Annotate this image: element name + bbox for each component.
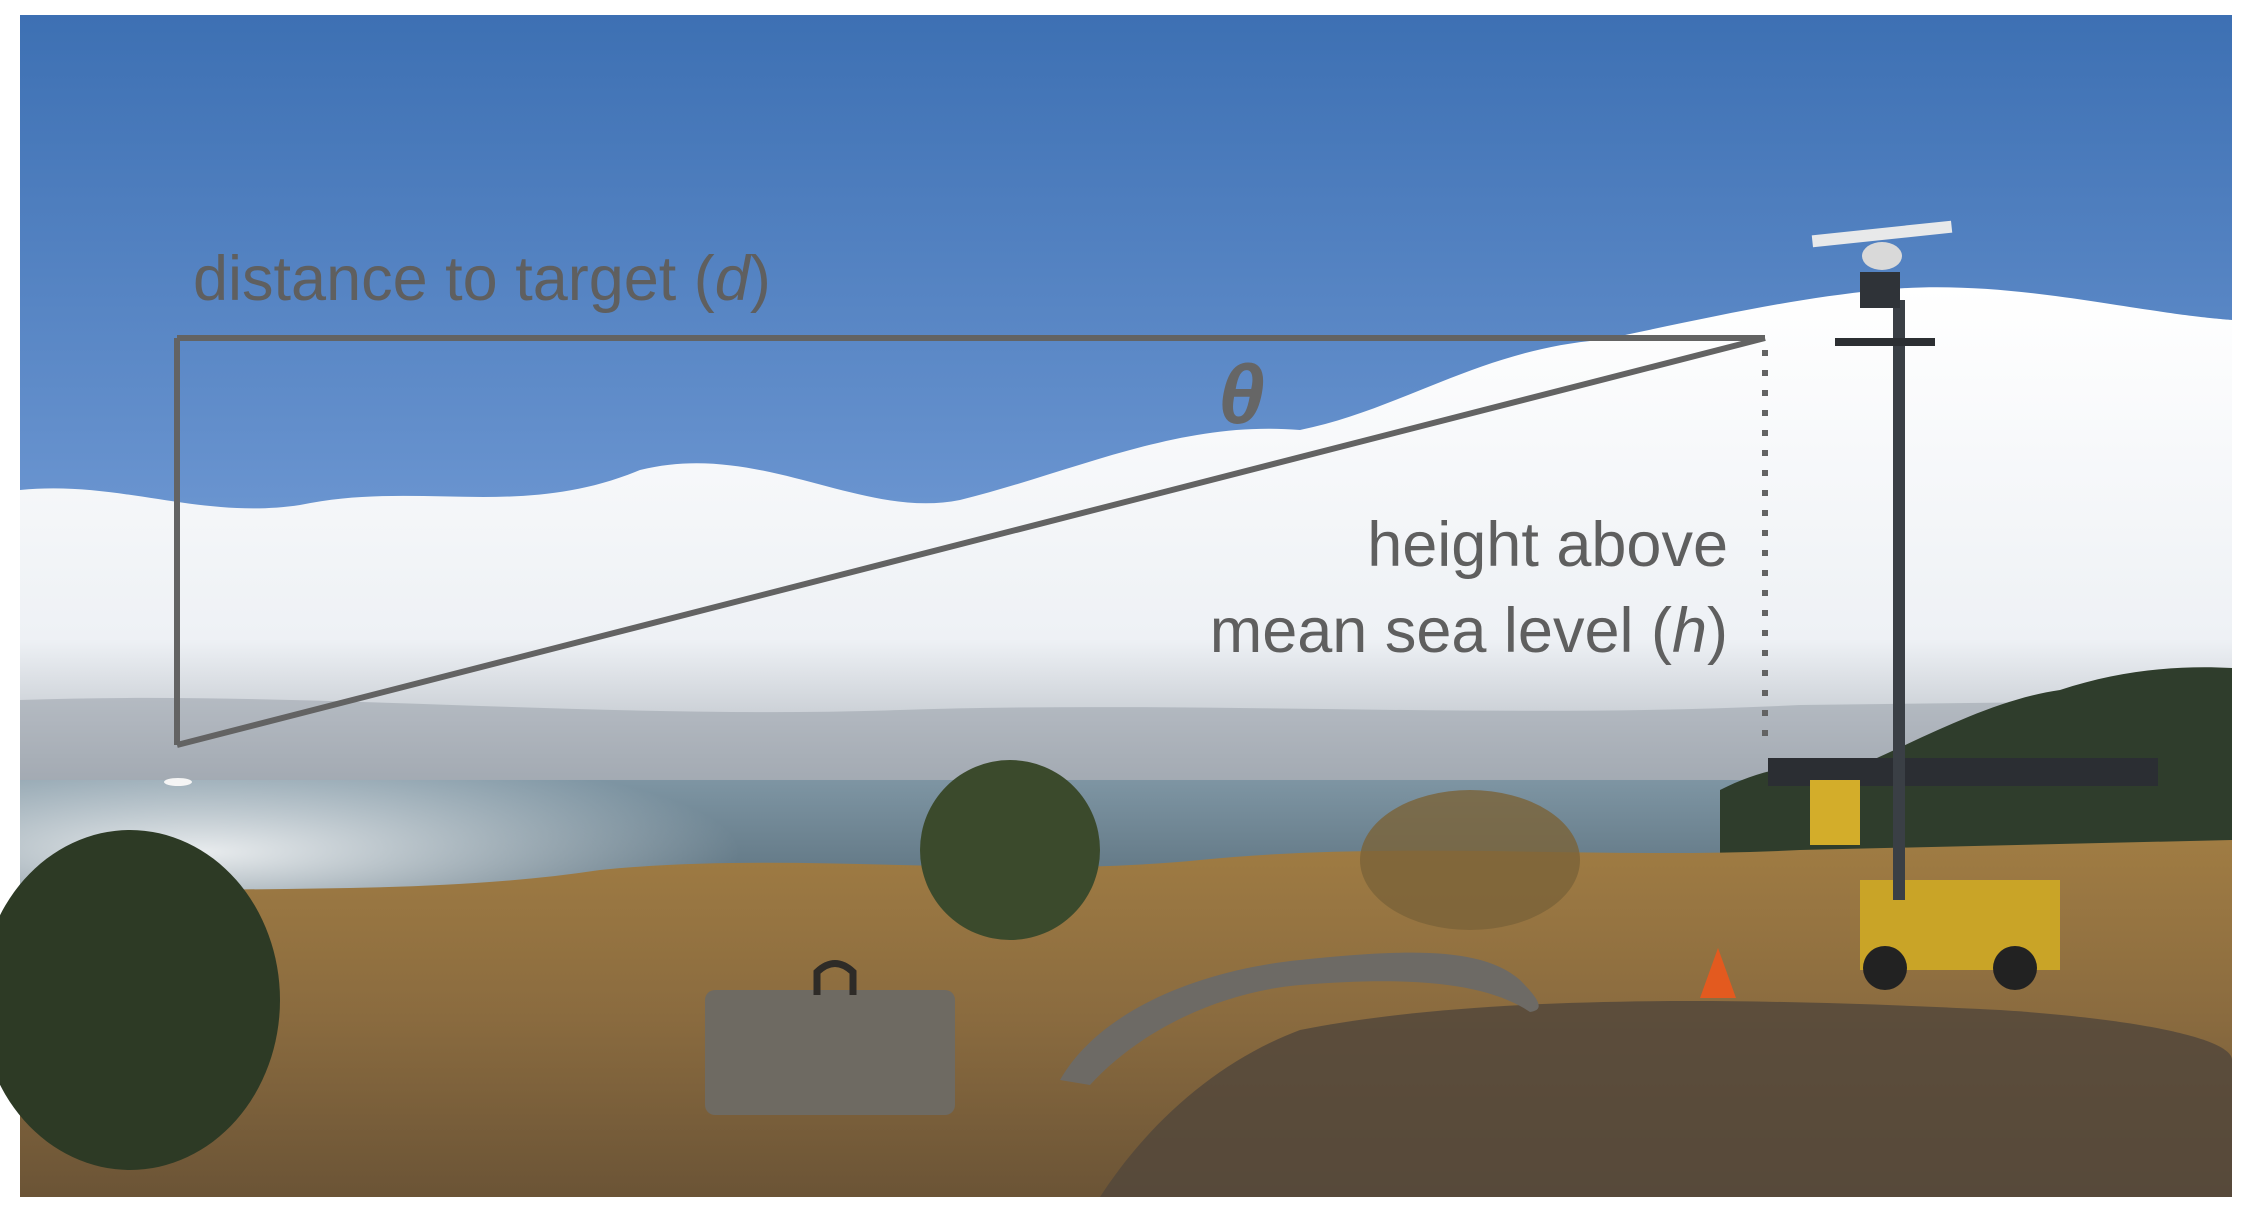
trailer-wheel-left <box>1863 946 1907 990</box>
equipment-box <box>1810 780 1860 845</box>
height-label-line2: mean sea level (h) <box>1209 596 1728 666</box>
mast-crossbar <box>1835 338 1935 346</box>
fog-shadow <box>20 697 2232 790</box>
radar-tower <box>1768 220 2158 990</box>
distance-label: distance to target (d) <box>193 244 771 314</box>
block-handle <box>813 960 857 995</box>
target-boat <box>164 778 192 786</box>
height-label-line1: height above <box>1367 510 1728 580</box>
sightline-hypotenuse <box>176 335 1766 748</box>
mast <box>1893 300 1905 900</box>
right-grass-clump <box>1360 790 1580 930</box>
annotation-overlay <box>164 335 1768 786</box>
traffic-cone <box>1700 948 1736 998</box>
concrete-block <box>705 990 955 1115</box>
fog-bank <box>20 287 2232 790</box>
driftwood-log <box>1060 952 1539 1085</box>
height-label: height above mean sea level (h) <box>1210 502 1728 674</box>
left-bush <box>0 830 280 1170</box>
angle-label: θ <box>1218 347 1265 441</box>
trailer-wheel-right <box>1993 946 2037 990</box>
radar-head <box>1860 272 1900 308</box>
radar-dome <box>1862 242 1902 270</box>
dirt-patch <box>1100 1001 2232 1197</box>
center-bush <box>920 760 1100 940</box>
radar-antenna <box>1811 220 1953 248</box>
